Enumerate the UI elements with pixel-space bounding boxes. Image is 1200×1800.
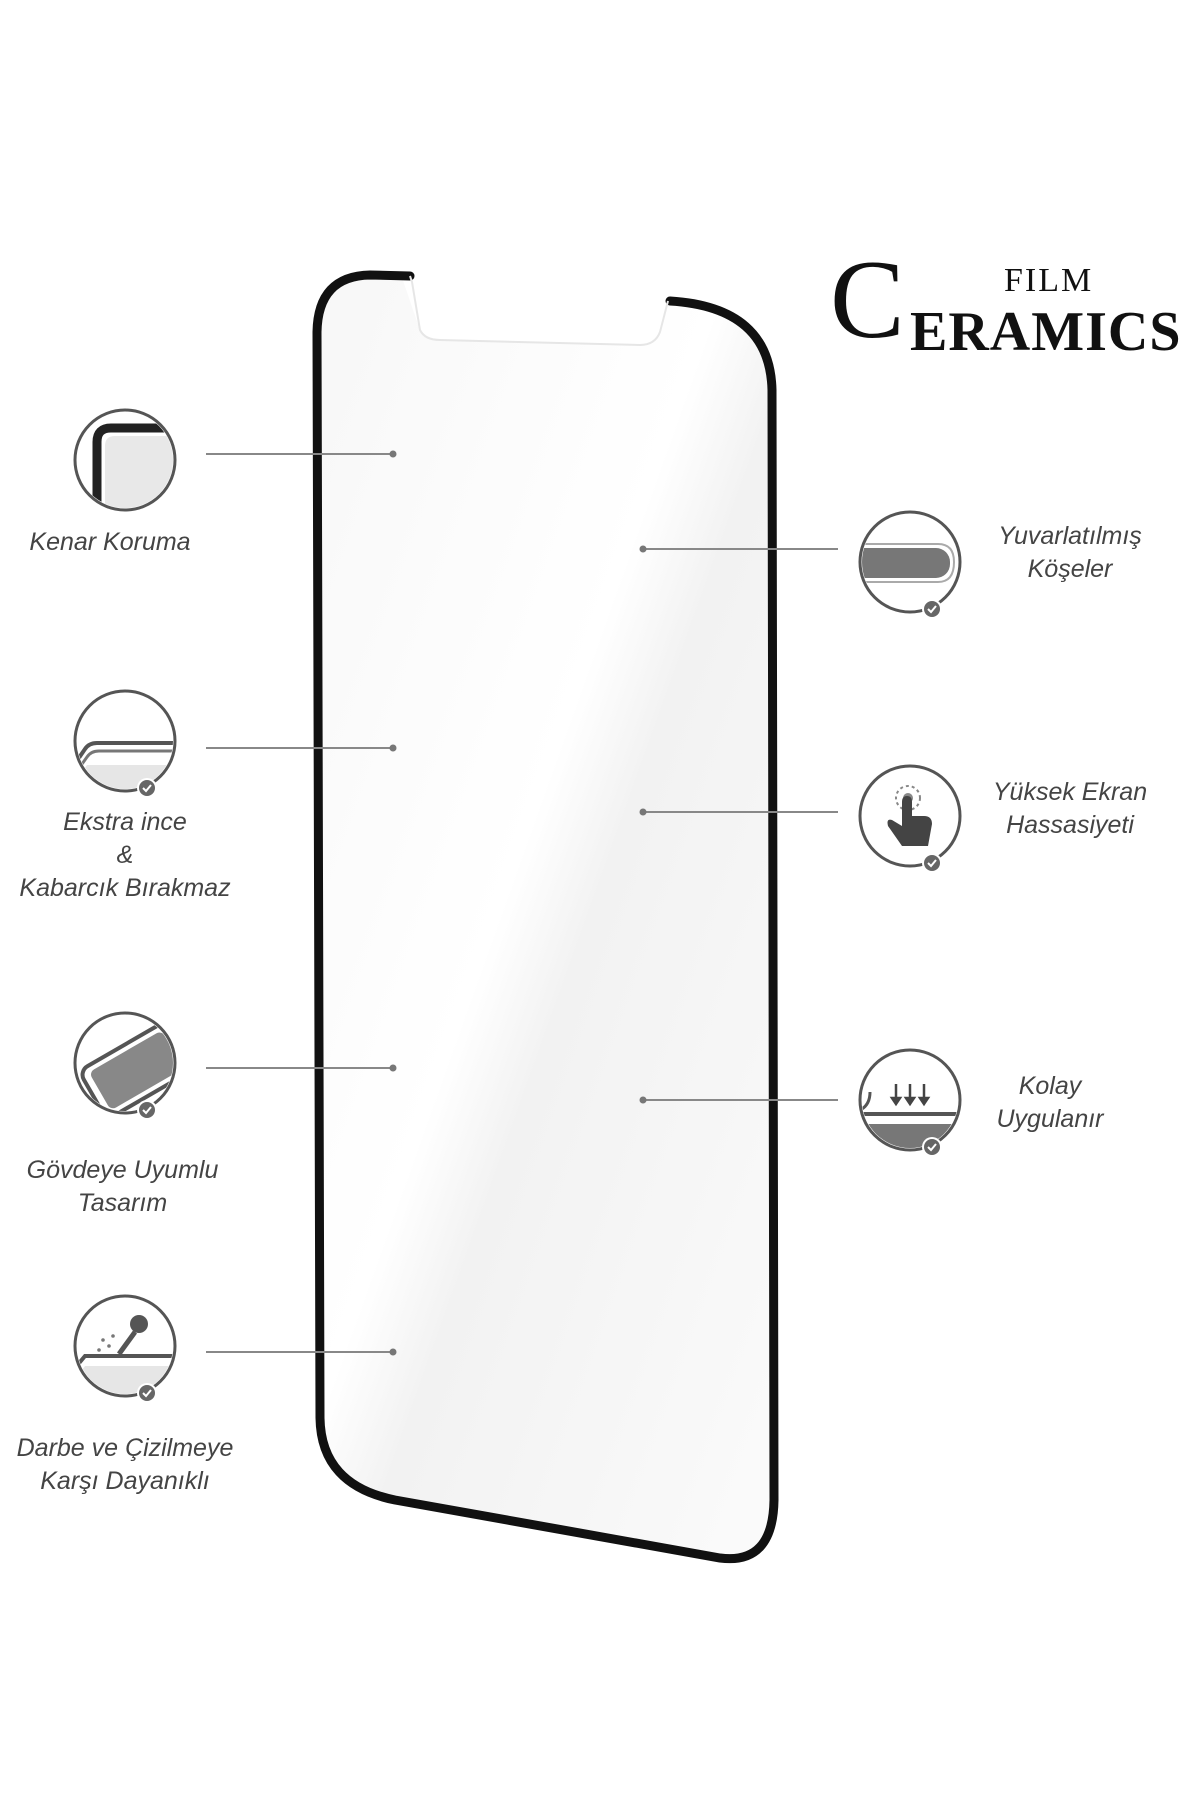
connector-dots (389, 450, 647, 1356)
connector-dot (639, 545, 647, 553)
connector-lines (206, 453, 838, 1353)
phone-body-icon (73, 1011, 177, 1120)
touch-finger-icon (858, 764, 962, 873)
label-body-fit: Gövdeye Uyumlu Tasarım (26, 1156, 219, 1217)
label-touch-sensitivity: Yüksek Ekran Hassasiyeti (992, 778, 1148, 839)
label-easy-apply: Kolay Uygulanır (996, 1072, 1104, 1133)
key-scratch-icon (73, 1294, 177, 1403)
connector-dot (389, 744, 397, 752)
connector-dot (389, 1348, 397, 1356)
connector-dot (639, 808, 647, 816)
thin-glass-icon (73, 689, 177, 798)
label-extra-thin: Ekstra ince & Kabarcık Bırakmaz (19, 808, 231, 902)
label-scratch-resistant: Darbe ve Çizilmeye Karşı Dayanıklı (16, 1434, 234, 1495)
phone-edge-icon (73, 408, 177, 512)
glass-surface (316, 272, 775, 1559)
brand-logo: C FILM ERAMICS (830, 238, 1190, 363)
notch-outline (409, 275, 669, 347)
glass-frame (312, 270, 779, 1564)
connector-dot (639, 1096, 647, 1104)
connector-dot (389, 450, 397, 458)
connector-dot (389, 1064, 397, 1072)
arrows-down-icon (858, 1048, 962, 1157)
brand-initial: C (830, 238, 905, 362)
rounded-corner-icon (858, 510, 962, 619)
label-rounded-corners: Yuvarlatılmış Köşeler (998, 522, 1142, 583)
label-edge-protection: Kenar Koruma (29, 528, 191, 556)
brand-name-rest: ERAMICS (910, 301, 1182, 363)
brand-film-word: FILM (1004, 262, 1094, 299)
